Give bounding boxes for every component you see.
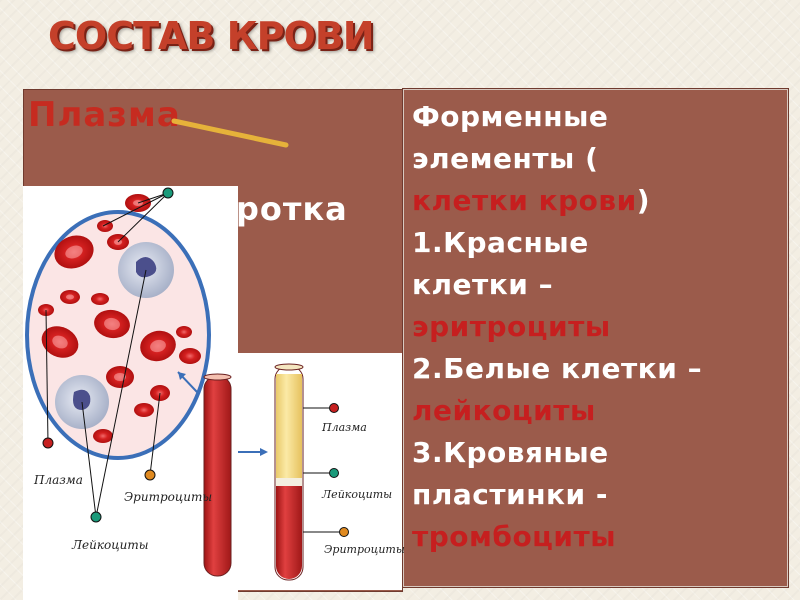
- text-line: 3.Кровяные: [412, 436, 609, 469]
- text-line: элементы (: [412, 142, 599, 175]
- label-tube-erythrocytes: Эритроциты: [324, 543, 405, 556]
- highlight-thrombocytes: тромбоциты: [412, 520, 617, 553]
- label-erythrocytes: Эритроциты: [124, 490, 213, 504]
- label-tube-leukocytes: Лейкоциты: [322, 488, 393, 501]
- formed-elements-list: Форменные элементы ( клетки крови) 1.Кра…: [412, 96, 784, 558]
- pointer-dot: [162, 187, 174, 199]
- highlight-leukocytes: лейкоциты: [412, 394, 596, 427]
- label-plasma: Плазма: [34, 473, 83, 487]
- label-leukocytes: Лейкоциты: [72, 538, 149, 552]
- text-line: клетки –: [412, 268, 554, 301]
- test-tube-separated: [274, 363, 304, 581]
- highlight-blood-cells: клетки крови: [412, 184, 637, 217]
- pointer-dot: [90, 511, 102, 523]
- highlight-erythrocytes: эритроциты: [412, 310, 611, 343]
- serum-heading-partial: ротка: [236, 190, 348, 228]
- label-tube-plasma: Плазма: [322, 421, 367, 434]
- right-panel: [402, 88, 789, 588]
- slide-title: СОСТАВ КРОВИ: [48, 14, 375, 58]
- text-line: 1.Красные: [412, 226, 589, 259]
- pointer-dot: [42, 437, 54, 449]
- pointer-lines: [45, 192, 169, 518]
- plasma-heading: Плазма: [28, 95, 181, 135]
- test-tube-area: [236, 353, 402, 590]
- red-blood-cells: [38, 194, 201, 443]
- test-tube-whole-blood: [203, 373, 232, 577]
- text-line: клетки крови): [412, 180, 784, 222]
- text-paren: ): [636, 184, 651, 217]
- text-line: 2.Белые клетки –: [412, 352, 703, 385]
- text-line: пластинки -: [412, 478, 609, 511]
- arrow-line: [171, 118, 289, 148]
- pointer-dot: [144, 469, 156, 481]
- text-line: Форменные: [412, 100, 609, 133]
